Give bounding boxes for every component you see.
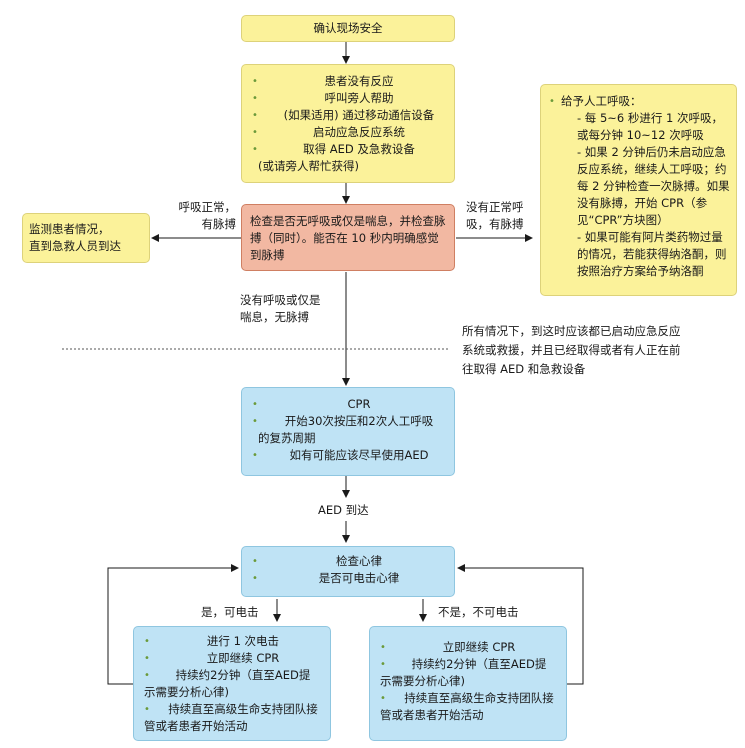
bullet-icon: • (252, 76, 258, 87)
rescue-title-row: • 给予人工呼吸： (549, 94, 642, 108)
loop-left (107, 564, 239, 685)
bullet-icon: • (252, 416, 258, 427)
rhythm-check-box: •检查心律 •是否可电击心律 (241, 546, 455, 597)
list-item: •取得 AED 及急救设备 (252, 142, 415, 156)
list-item: •患者没有反应 (252, 74, 394, 88)
pulse-check-box: 检查是否无呼吸或仅是喘息，并检查脉搏（同时）。能否在 10 秒内明确感觉到脉搏 (241, 204, 455, 271)
bullet-icon: • (252, 127, 258, 138)
unresponsive-box: •患者没有反应 •呼叫旁人帮助 •(如果适用) 通过移动通信设备 •启动应急反应… (241, 64, 455, 183)
list-item: - 如果可能有阿片类药物过量的情况，若能获得纳洛酮，则按照治疗方案给予纳洛酮 (577, 230, 727, 278)
scene-safety-text: 确认现场安全 (313, 21, 383, 35)
bullet-icon: • (380, 642, 386, 653)
shock-mid-text: 示需要分析心律) (144, 685, 229, 699)
cpr-box: •CPR •开始30次按压和2次人工呼吸 的复苏周期 •如有可能应该尽早使用AE… (241, 387, 455, 476)
bullet-icon: • (252, 573, 258, 584)
no-normal-breathing-label: 没有正常呼 吸，有脉搏 (466, 200, 524, 231)
unresponsive-tail: (或请旁人帮忙获得) (258, 159, 359, 173)
list-item: •是否可电击心律 (252, 571, 400, 585)
shockable-label: 是，可电击 (201, 605, 259, 619)
list-item: •持续直至高级生命支持团队接 (380, 691, 554, 705)
list-item: •立即继续 CPR (144, 651, 280, 665)
list-item: •检查心律 (252, 554, 382, 568)
list-item: •(如果适用) 通过移动通信设备 (252, 108, 435, 122)
list-item: •持续直至高级生命支持团队接 (144, 702, 318, 716)
shock-box: •进行 1 次电击 •立即继续 CPR •持续约2分钟（直至AED提 示需要分析… (133, 626, 331, 741)
no-shock-tail-text: 管或者患者开始活动 (380, 708, 484, 722)
loop-right (457, 564, 584, 685)
pulse-check-text: 检查是否无呼吸或仅是喘息，并检查脉搏（同时）。能否在 10 秒内明确感觉到脉搏 (250, 214, 446, 262)
bullet-icon: • (144, 670, 150, 681)
list-item: •持续约2分钟（直至AED提 (144, 668, 311, 682)
bullet-icon: • (252, 93, 258, 104)
bullet-icon: • (144, 636, 150, 647)
bullet-icon: • (252, 399, 258, 410)
list-item: •CPR (252, 397, 371, 411)
bullet-icon: • (252, 556, 258, 567)
bullet-icon: • (380, 659, 386, 670)
no-shock-mid-text: 示需要分析心律) (380, 674, 465, 688)
rescue-list: - 每 5~6 秒进行 1 次呼吸，或每分钟 10~12 次呼吸 - 如果 2 … (549, 110, 730, 280)
all-cases-note: 所有情况下，到这时应该都已启动应急反应 系统或救援，并且已经取得或者有人正在前 … (462, 324, 681, 376)
scene-safety-box: 确认现场安全 (241, 15, 455, 42)
monitor-box: 监测患者情况， 直到急救人员到达 (22, 213, 150, 263)
list-item: •持续约2分钟（直至AED提 (380, 657, 547, 671)
list-item: •进行 1 次电击 (144, 634, 280, 648)
list-item: •开始30次按压和2次人工呼吸 (252, 414, 434, 428)
bullet-icon: • (252, 144, 258, 155)
cpr-mid-text: 的复苏周期 (258, 431, 316, 445)
bullet-icon: • (144, 704, 150, 715)
non-shockable-label: 不是，不可电击 (438, 605, 519, 619)
bullet-icon: • (252, 450, 258, 461)
list-item: •如有可能应该尽早使用AED (252, 448, 429, 462)
list-item: - 如果 2 分钟后仍未启动应急反应系统，继续人工呼吸；约每 2 分钟检查一次脉… (577, 145, 730, 227)
no-breathing-label: 没有呼吸或仅是 喘息，无脉搏 (240, 293, 321, 324)
bullet-icon: • (252, 110, 258, 121)
bullet-icon: • (380, 693, 386, 704)
normal-breathing-label: 呼吸正常， 有脉搏 (178, 200, 237, 231)
list-item: •启动应急反应系统 (252, 125, 405, 139)
shock-tail-text: 管或者患者开始活动 (144, 719, 248, 733)
unresponsive-list: •患者没有反应 •呼叫旁人帮助 •(如果适用) 通过移动通信设备 •启动应急反应… (248, 73, 448, 158)
list-item: - 每 5~6 秒进行 1 次呼吸，或每分钟 10~12 次呼吸 (577, 111, 724, 142)
no-shock-box: •立即继续 CPR •持续约2分钟（直至AED提 示需要分析心律) •持续直至高… (369, 626, 567, 741)
aed-arrives-label: AED 到达 (318, 503, 369, 517)
bullet-icon: • (144, 653, 150, 664)
rescue-breathing-box: • 给予人工呼吸： - 每 5~6 秒进行 1 次呼吸，或每分钟 10~12 次… (540, 84, 737, 296)
bullet-icon: • (549, 96, 555, 107)
list-item: •呼叫旁人帮助 (252, 91, 394, 105)
list-item: •立即继续 CPR (380, 640, 516, 654)
